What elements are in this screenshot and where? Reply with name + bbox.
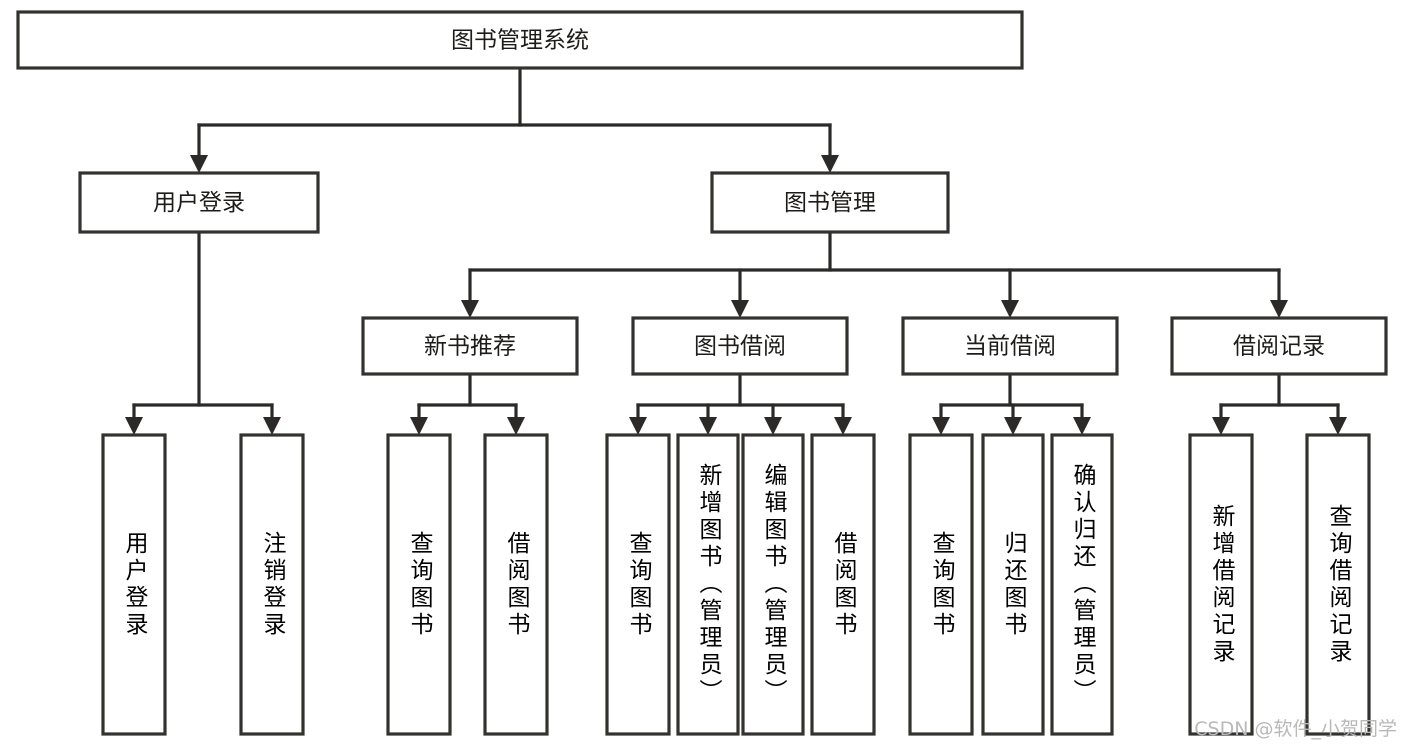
node-user-login-label: 用户登录 — [153, 190, 245, 216]
node-leaf-borrow-book-1-label-wrap: 借阅图书 — [503, 530, 529, 639]
node-leaf-query-book-3[interactable]: 查询图书 — [908, 433, 974, 736]
node-leaf-borrow-book-2[interactable]: 借阅图书 — [810, 433, 876, 736]
node-leaf-borrow-book-2-box[interactable] — [810, 433, 876, 736]
node-leaf-return-book-box[interactable] — [981, 433, 1045, 736]
node-book-borrow[interactable]: 图书借阅 — [631, 316, 849, 376]
node-user-login-box[interactable] — [78, 171, 320, 234]
arrow-head-icon — [1270, 300, 1288, 318]
arrow-head-icon — [821, 155, 839, 173]
node-leaf-user-login-label: 用户登录 — [121, 530, 147, 639]
node-leaf-user-login-label-wrap: 用户登录 — [121, 530, 147, 639]
node-root-label: 图书管理系统 — [451, 28, 589, 54]
node-leaf-borrow-book-1[interactable]: 借阅图书 — [483, 433, 549, 736]
node-leaf-query-book-2-label: 查询图书 — [625, 530, 651, 639]
node-leaf-query-book-3-label: 查询图书 — [928, 530, 954, 639]
arrow-head-icon — [764, 417, 782, 435]
node-leaf-add-book-label: 新增图书（管理员） — [695, 463, 721, 706]
node-leaf-confirm-return-label: 确认归还（管理员） — [1069, 463, 1095, 706]
node-leaf-query-book-1-label-wrap: 查询图书 — [406, 530, 432, 639]
arrow-head-icon — [125, 417, 143, 435]
node-leaf-return-book-label-wrap: 归还图书 — [1000, 530, 1026, 639]
node-leaf-borrow-book-1-box[interactable] — [483, 433, 549, 736]
node-leaf-return-book[interactable]: 归还图书 — [981, 433, 1045, 736]
node-borrow-record-label: 借阅记录 — [1233, 334, 1325, 360]
node-leaf-query-book-2[interactable]: 查询图书 — [605, 433, 671, 736]
node-leaf-confirm-return-box[interactable] — [1050, 433, 1114, 736]
node-book-manage-label: 图书管理 — [784, 190, 876, 216]
node-leaf-add-book[interactable]: 新增图书（管理员） — [676, 433, 740, 736]
arrow-head-icon — [461, 300, 479, 318]
node-leaf-add-record-label-wrap: 新增借阅记录 — [1208, 503, 1234, 666]
node-book-manage-box[interactable] — [710, 171, 950, 234]
node-current-borrow-label: 当前借阅 — [964, 334, 1056, 360]
node-root-box[interactable] — [16, 10, 1024, 70]
node-leaf-add-record[interactable]: 新增借阅记录 — [1188, 433, 1254, 736]
node-new-book-recommend-label: 新书推荐 — [424, 334, 516, 360]
node-leaf-query-book-2-label-wrap: 查询图书 — [625, 530, 651, 639]
node-leaf-user-login[interactable]: 用户登录 — [101, 433, 167, 736]
node-leaf-user-login-box[interactable] — [101, 433, 167, 736]
node-current-borrow[interactable]: 当前借阅 — [901, 316, 1119, 376]
arrow-head-icon — [1329, 417, 1347, 435]
node-root[interactable]: 图书管理系统 — [16, 10, 1024, 70]
node-user-login[interactable]: 用户登录 — [78, 171, 320, 234]
node-leaf-borrow-book-2-label: 借阅图书 — [830, 530, 856, 639]
node-leaf-confirm-return[interactable]: 确认归还（管理员） — [1050, 433, 1114, 736]
node-borrow-record[interactable]: 借阅记录 — [1170, 316, 1388, 376]
node-current-borrow-box[interactable] — [901, 316, 1119, 376]
node-new-book-recommend-box[interactable] — [361, 316, 579, 376]
node-leaf-query-book-1[interactable]: 查询图书 — [386, 433, 452, 736]
node-leaf-query-book-1-label: 查询图书 — [406, 530, 432, 639]
arrow-head-icon — [699, 417, 717, 435]
node-leaf-query-book-3-box[interactable] — [908, 433, 974, 736]
arrow-head-icon — [731, 300, 749, 318]
arrow-head-icon — [410, 417, 428, 435]
node-leaf-logout-login[interactable]: 注销登录 — [239, 433, 305, 736]
node-leaf-confirm-return-label-wrap: 确认归还（管理员） — [1069, 463, 1095, 706]
arrow-head-icon — [507, 417, 525, 435]
node-leaf-logout-login-label: 注销登录 — [259, 530, 285, 639]
node-leaf-add-record-box[interactable] — [1188, 433, 1254, 736]
node-leaf-query-record[interactable]: 查询借阅记录 — [1305, 433, 1371, 736]
node-leaf-logout-login-label-wrap: 注销登录 — [259, 530, 285, 639]
arrow-head-icon — [1212, 417, 1230, 435]
node-leaf-add-record-label: 新增借阅记录 — [1208, 503, 1234, 666]
arrow-head-icon — [263, 417, 281, 435]
arrow-head-icon — [1073, 417, 1091, 435]
node-leaf-return-book-label: 归还图书 — [1000, 530, 1026, 639]
node-leaf-query-record-label-wrap: 查询借阅记录 — [1325, 503, 1351, 666]
node-leaf-edit-book[interactable]: 编辑图书（管理员） — [741, 433, 805, 736]
node-leaf-add-book-label-wrap: 新增图书（管理员） — [695, 463, 721, 706]
node-leaf-query-record-box[interactable] — [1305, 433, 1371, 736]
node-borrow-record-box[interactable] — [1170, 316, 1388, 376]
node-new-book-recommend[interactable]: 新书推荐 — [361, 316, 579, 376]
node-leaf-add-book-box[interactable] — [676, 433, 740, 736]
node-book-borrow-box[interactable] — [631, 316, 849, 376]
node-leaf-borrow-book-1-label: 借阅图书 — [503, 530, 529, 639]
connector-layer — [125, 66, 1347, 435]
arrow-head-icon — [1001, 300, 1019, 318]
node-leaf-logout-login-box[interactable] — [239, 433, 305, 736]
node-leaf-query-record-label: 查询借阅记录 — [1325, 503, 1351, 666]
node-leaf-borrow-book-2-label-wrap: 借阅图书 — [830, 530, 856, 639]
arrow-head-icon — [190, 155, 208, 173]
arrow-head-icon — [834, 417, 852, 435]
node-book-manage[interactable]: 图书管理 — [710, 171, 950, 234]
arrow-head-icon — [629, 417, 647, 435]
node-layer: 图书管理系统用户登录图书管理新书推荐图书借阅当前借阅借阅记录用户登录注销登录查询… — [16, 10, 1388, 736]
node-book-borrow-label: 图书借阅 — [694, 334, 786, 360]
node-leaf-query-book-2-box[interactable] — [605, 433, 671, 736]
node-leaf-edit-book-label-wrap: 编辑图书（管理员） — [760, 463, 786, 706]
arrow-head-icon — [932, 417, 950, 435]
node-leaf-edit-book-box[interactable] — [741, 433, 805, 736]
node-leaf-edit-book-label: 编辑图书（管理员） — [760, 463, 786, 706]
arrow-head-icon — [1004, 417, 1022, 435]
node-leaf-query-book-3-label-wrap: 查询图书 — [928, 530, 954, 639]
node-leaf-query-book-1-box[interactable] — [386, 433, 452, 736]
